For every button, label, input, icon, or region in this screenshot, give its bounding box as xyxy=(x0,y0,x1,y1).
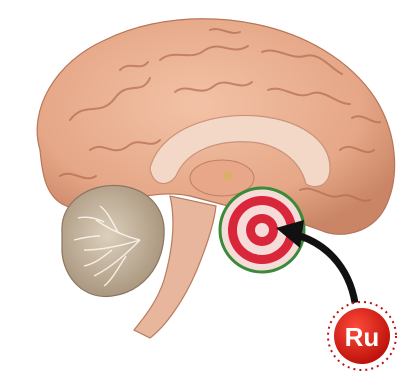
cerebellum xyxy=(62,185,164,296)
ruthenium-badge: Ru xyxy=(328,302,396,370)
ru-label: Ru xyxy=(345,322,380,352)
